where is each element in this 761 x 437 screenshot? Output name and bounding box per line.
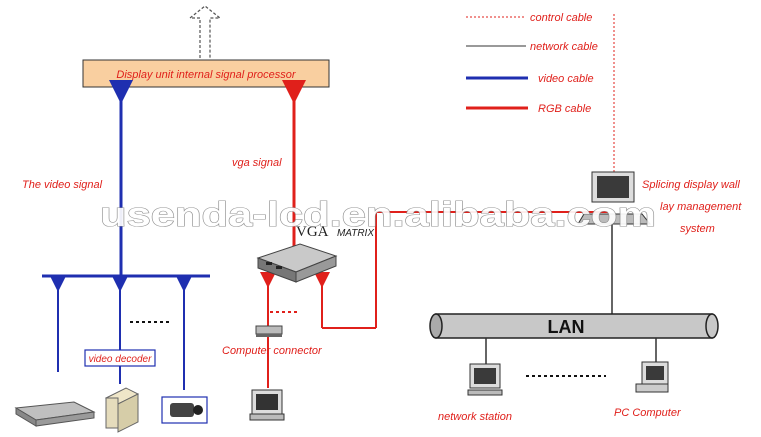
camera-icon <box>161 396 208 424</box>
watermark-text: usenda-lcd.en.alibaba.com <box>100 196 656 234</box>
rgb-cable-lines <box>260 80 608 388</box>
video-decoder-box <box>84 349 156 367</box>
legend: control cable network cable video cable … <box>466 12 598 115</box>
decoder-tower-icon <box>104 387 140 433</box>
vga-matrix-device-icon <box>256 243 338 283</box>
lan-label: LAN <box>548 317 585 337</box>
splicing-label-line1: Splicing display wall <box>642 179 740 191</box>
video-cable-lines <box>42 80 210 390</box>
legend-network-cable: network cable <box>530 41 598 53</box>
legend-control-cable: control cable <box>530 12 592 24</box>
network-station-label: network station <box>438 411 512 423</box>
lan-bus <box>429 313 719 339</box>
vga-computer-icon <box>249 389 285 421</box>
network-station-icon <box>467 363 503 396</box>
legend-video-cable: video cable <box>538 73 594 85</box>
splicing-label-line3: system <box>680 223 715 235</box>
legend-rgb-cable: RGB cable <box>538 103 591 115</box>
splicing-label-line2: lay management <box>660 201 742 213</box>
video-signal-label: The video signal <box>22 179 103 191</box>
management-computer-icon <box>577 171 652 225</box>
vga-signal-label: vga signal <box>232 157 282 169</box>
vga-matrix-label: VGA MATRIX <box>296 223 374 240</box>
video-decoder-label: video decoder <box>89 354 152 365</box>
output-hollow-arrow <box>188 5 222 58</box>
pc-computer-label: PC Computer <box>614 407 682 419</box>
dvr-device-icon <box>14 401 96 427</box>
computer-connector-label: Computer connector <box>222 345 323 357</box>
pc-computer-icon <box>635 361 669 393</box>
signal-processor-label: Display unit internal signal processor <box>116 69 296 81</box>
computer-connector-icon <box>255 325 283 337</box>
